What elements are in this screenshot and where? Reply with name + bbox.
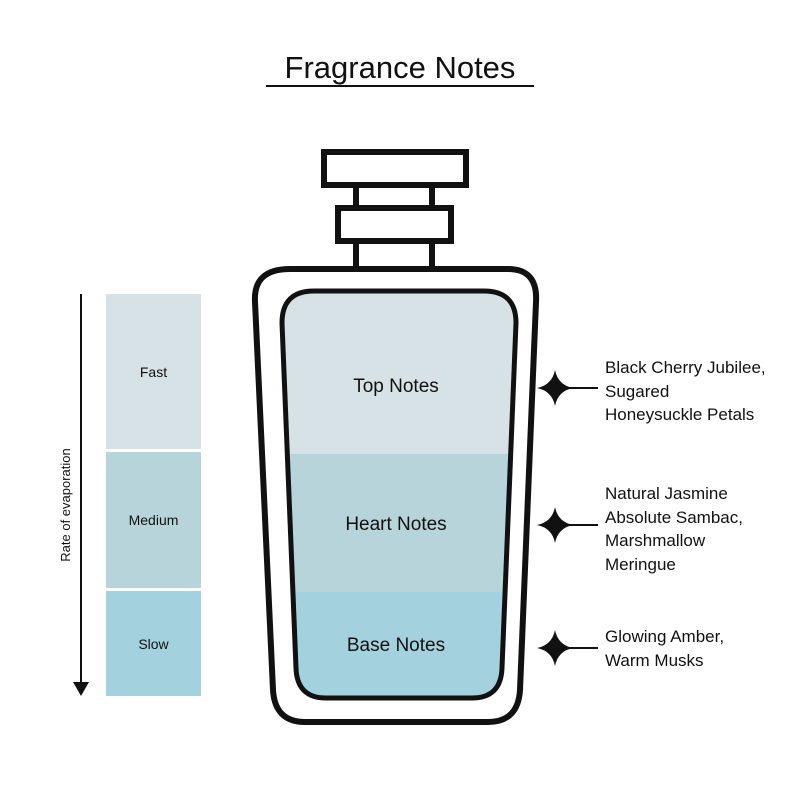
scale-segment-label: Fast <box>139 363 168 380</box>
layer-heart-notes <box>282 454 516 592</box>
note-line: Warm Musks <box>605 650 704 670</box>
top-notes-list: Black Cherry Jubilee, Sugared Honeysuckl… <box>605 356 800 427</box>
layer-label-top: Top Notes <box>353 376 439 397</box>
note-line: Honeysuckle Petals <box>605 405 755 424</box>
note-line: Meringue <box>605 554 676 574</box>
scale-segment-medium: Medium <box>106 452 201 588</box>
evaporation-axis-line <box>80 294 82 682</box>
note-line: Marshmallow <box>605 531 706 550</box>
title-underline <box>266 85 534 87</box>
layer-top-notes <box>282 291 516 454</box>
bottle-collar <box>335 205 454 244</box>
layer-base-notes <box>282 592 516 698</box>
four-point-star-icon <box>537 370 573 406</box>
four-point-star-icon <box>537 630 573 666</box>
note-line: Glowing Amber, <box>605 627 725 646</box>
scale-segment-fast: Fast <box>106 294 201 449</box>
layer-label-heart: Heart Notes <box>345 514 447 535</box>
note-line: Absolute Sambac, <box>605 507 743 527</box>
four-point-star-icon <box>537 507 573 543</box>
scale-segment-label: Slow <box>138 635 169 652</box>
bottle-neck-upper <box>353 182 435 211</box>
bottle-inner-outline <box>279 288 519 701</box>
diagram-title: Fragrance Notes <box>284 50 516 85</box>
scale-segment-slow: Slow <box>106 591 201 696</box>
heart-notes-list: Natural Jasmine Absolute Sambac, Marshma… <box>605 482 800 576</box>
base-notes-list: Glowing Amber, Warm Musks <box>605 625 800 672</box>
down-arrow-icon <box>73 682 89 696</box>
bottle-cap <box>321 149 469 188</box>
note-line: Natural Jasmine <box>605 484 728 503</box>
note-line: Black Cherry Jubilee, <box>605 358 766 377</box>
bottle-neck-lower <box>353 238 435 273</box>
layer-label-base: Base Notes <box>346 635 446 656</box>
note-line: Sugared <box>605 381 670 401</box>
scale-segment-label: Medium <box>128 512 179 528</box>
